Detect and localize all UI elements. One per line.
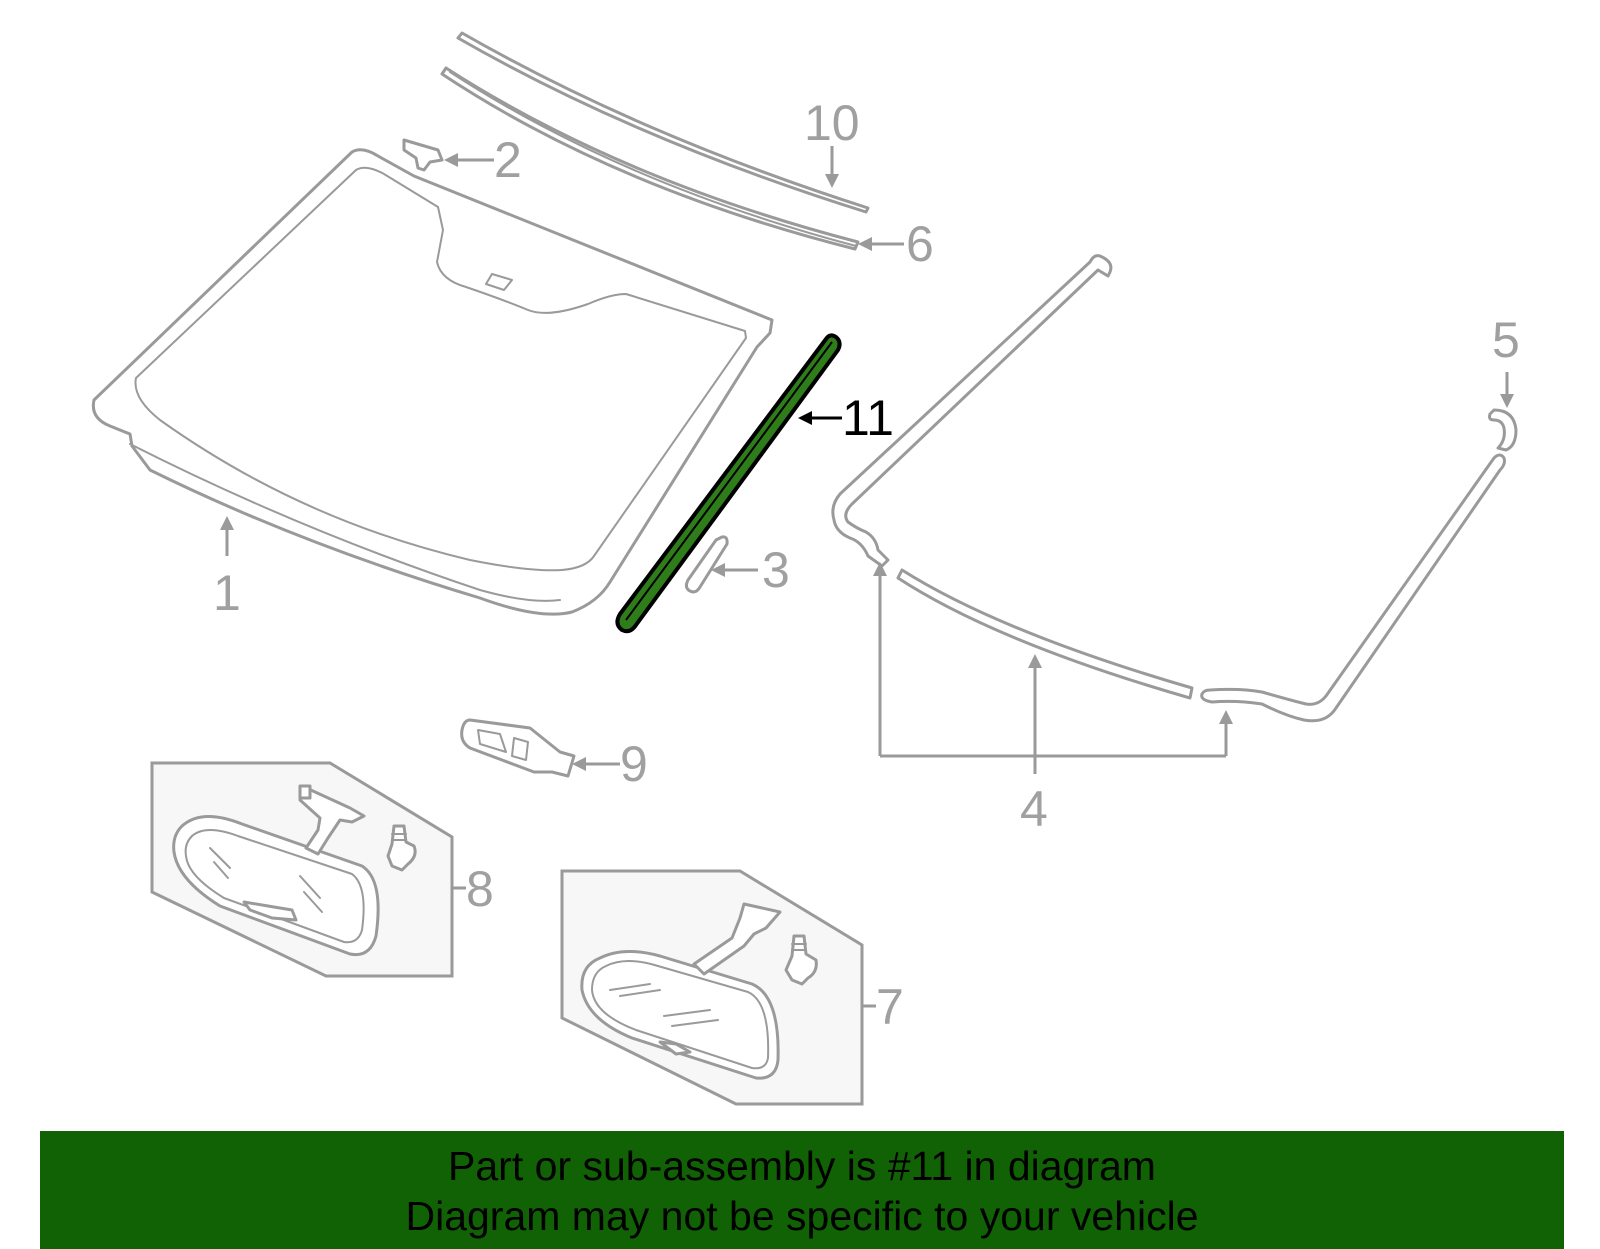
callout-4: 4 [1020, 781, 1048, 837]
callout-5: 5 [1492, 312, 1520, 368]
part-11-pillar-molding[interactable] [615, 333, 842, 634]
callout-9: 9 [620, 736, 648, 792]
part-3-trim[interactable] [684, 535, 729, 594]
callout-1: 1 [213, 565, 241, 621]
callout-2: 2 [494, 132, 522, 188]
part-8-inset[interactable] [150, 761, 454, 978]
banner-line-1: Part or sub-assembly is #11 in diagram [448, 1143, 1156, 1189]
part-6-upper-molding[interactable] [440, 66, 860, 251]
callout-8: 8 [466, 861, 494, 917]
callout-6: 6 [906, 216, 934, 272]
part-9-sensor-cover[interactable] [460, 718, 576, 778]
callout-7: 7 [876, 979, 904, 1035]
callout-11-highlighted: 11 [842, 390, 894, 446]
part-7-inset[interactable] [560, 869, 864, 1106]
callout-10: 10 [804, 95, 860, 151]
part-1-windshield[interactable] [91, 148, 774, 616]
info-banner: Part or sub-assembly is #11 in diagram D… [40, 1131, 1564, 1249]
callout-3: 3 [762, 542, 790, 598]
part-10-roof-molding[interactable] [456, 31, 870, 214]
banner-line-2: Diagram may not be specific to your vehi… [405, 1193, 1199, 1239]
part-5-end-cap[interactable] [1488, 408, 1518, 452]
part-2-clip[interactable] [402, 138, 444, 172]
leader-lines [220, 146, 1514, 1008]
part-4-molding-set[interactable] [831, 254, 1506, 723]
